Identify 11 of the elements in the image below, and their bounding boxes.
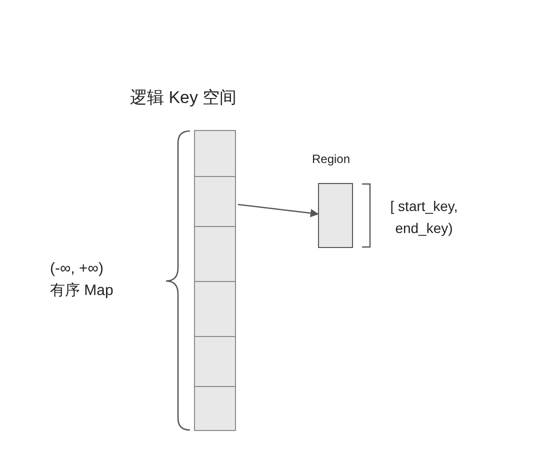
key-cell <box>194 281 236 337</box>
column-title: 逻辑 Key 空间 <box>130 87 237 109</box>
key-cell <box>194 336 236 387</box>
key-cell <box>194 176 236 227</box>
range-label: (-∞, +∞) 有序 Map <box>50 259 114 301</box>
key-cell <box>194 386 236 431</box>
key-cell <box>194 226 236 282</box>
region-label: Region <box>312 152 350 166</box>
key-cell <box>194 130 236 177</box>
key-range-label: [ start_key, end_key) <box>389 197 459 238</box>
arrow <box>238 204 319 218</box>
